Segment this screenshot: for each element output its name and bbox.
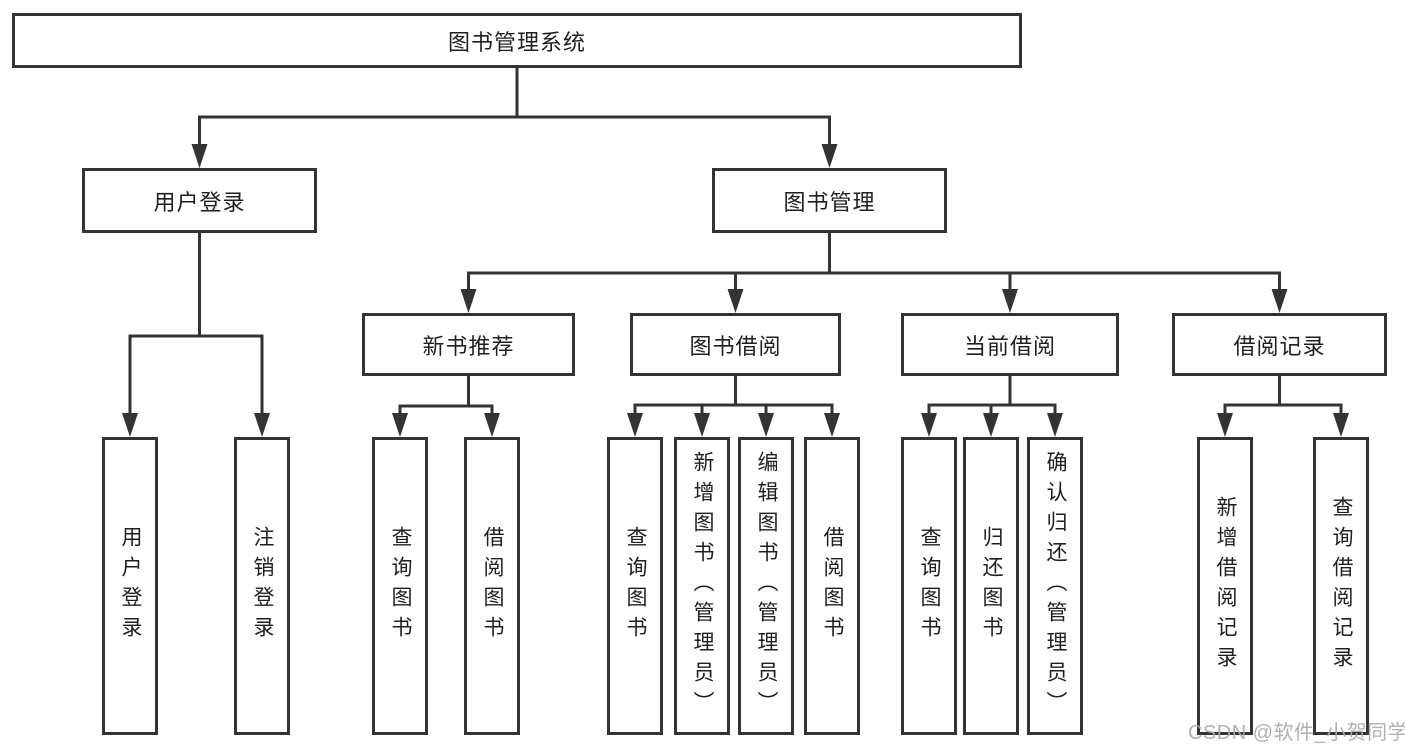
arrowhead-icon bbox=[460, 289, 477, 313]
node-current-borrow: 当前借阅 bbox=[901, 313, 1119, 376]
node-label: 用户登录 bbox=[153, 189, 246, 215]
leaf-logout: 注销登录 bbox=[234, 437, 290, 735]
leaf-label: 注销登录 bbox=[251, 526, 274, 646]
node-new-book-recommend: 新书推荐 bbox=[362, 313, 575, 376]
node-library-management-system: 图书管理系统 bbox=[12, 13, 1022, 68]
leaf-confirm-return-admin: 确认归还（管理员） bbox=[1027, 437, 1083, 735]
arrowhead-icon bbox=[627, 413, 643, 437]
leaf-label: 新增借阅记录 bbox=[1214, 496, 1237, 676]
arrowhead-icon bbox=[758, 413, 774, 437]
arrowhead-icon bbox=[921, 413, 937, 437]
leaf-label: 查询图书 bbox=[918, 526, 941, 646]
leaf-label: 归还图书 bbox=[980, 526, 1003, 646]
leaf-edit-book-admin: 编辑图书（管理员） bbox=[738, 437, 794, 735]
arrowhead-icon bbox=[122, 413, 138, 437]
leaf-add-book-admin: 新增图书（管理员） bbox=[674, 437, 730, 735]
arrowhead-icon bbox=[1047, 413, 1063, 437]
leaf-label: 编辑图书（管理员） bbox=[755, 451, 778, 721]
node-label: 当前借阅 bbox=[963, 333, 1056, 359]
leaf-label: 用户登录 bbox=[119, 526, 142, 646]
leaf-borrow-book: 借阅图书 bbox=[804, 437, 860, 735]
leaf-borrow-book-recommend: 借阅图书 bbox=[464, 437, 520, 735]
arrowhead-icon bbox=[1271, 289, 1288, 313]
node-book-borrow: 图书借阅 bbox=[630, 313, 841, 376]
arrowhead-icon bbox=[392, 413, 408, 437]
node-book-management: 图书管理 bbox=[712, 168, 947, 233]
csdn-watermark: CSDN @软件_小贺同学 bbox=[1188, 722, 1405, 744]
arrowhead-icon bbox=[254, 413, 270, 437]
leaf-return-book: 归还图书 bbox=[963, 437, 1019, 735]
leaf-add-borrow-record: 新增借阅记录 bbox=[1197, 437, 1253, 735]
arrowhead-icon bbox=[824, 413, 840, 437]
arrowhead-icon bbox=[694, 413, 710, 437]
node-label: 借阅记录 bbox=[1233, 333, 1326, 359]
node-label: 图书借阅 bbox=[689, 333, 782, 359]
leaf-query-book-recommend: 查询图书 bbox=[372, 437, 428, 735]
leaf-query-borrow-record: 查询借阅记录 bbox=[1313, 437, 1369, 735]
node-label: 新书推荐 bbox=[422, 333, 515, 359]
arrowhead-icon bbox=[1217, 413, 1233, 437]
node-label: 图书管理系统 bbox=[447, 29, 586, 55]
leaf-query-book-current: 查询图书 bbox=[901, 437, 957, 735]
node-label: 图书管理 bbox=[783, 189, 876, 215]
arrowhead-icon bbox=[1002, 289, 1018, 313]
leaf-label: 查询图书 bbox=[624, 526, 647, 646]
arrowhead-icon bbox=[983, 413, 999, 437]
arrowhead-icon bbox=[821, 144, 838, 168]
arrowhead-icon bbox=[191, 144, 208, 168]
arrowhead-icon bbox=[727, 289, 744, 313]
leaf-label: 借阅图书 bbox=[821, 526, 844, 646]
leaf-label: 查询图书 bbox=[389, 526, 412, 646]
leaf-user-login: 用户登录 bbox=[102, 437, 158, 735]
leaf-label: 确认归还（管理员） bbox=[1044, 451, 1067, 721]
leaf-query-book-borrow: 查询图书 bbox=[607, 437, 663, 735]
arrowhead-icon bbox=[1333, 413, 1349, 437]
leaf-label: 查询借阅记录 bbox=[1330, 496, 1353, 676]
node-borrow-record: 借阅记录 bbox=[1172, 313, 1387, 376]
node-user-login: 用户登录 bbox=[82, 168, 317, 233]
arrowhead-icon bbox=[484, 413, 500, 437]
leaf-label: 借阅图书 bbox=[481, 526, 504, 646]
leaf-label: 新增图书（管理员） bbox=[691, 451, 714, 721]
